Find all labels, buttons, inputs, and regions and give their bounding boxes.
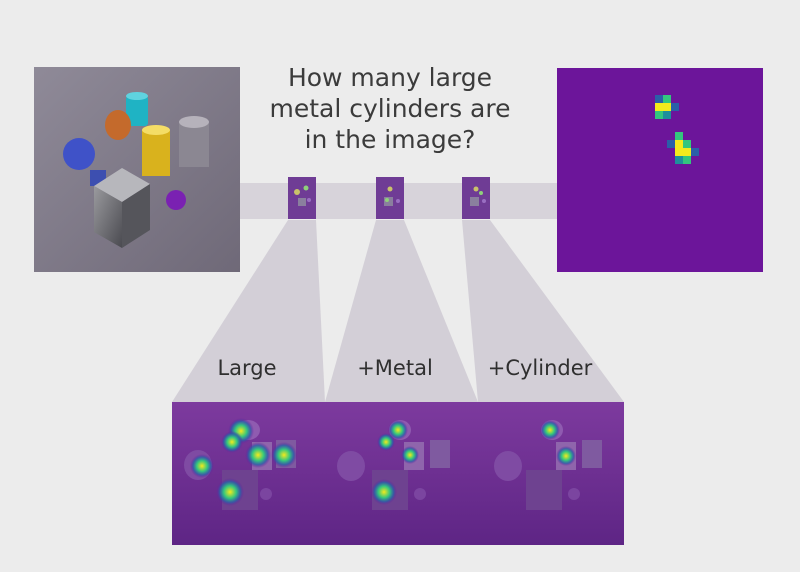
question-line-3: in the image? <box>304 125 476 154</box>
input-scene-image <box>34 67 240 272</box>
funnel-metal <box>325 220 478 402</box>
funnel-large <box>172 220 325 402</box>
output-mask-image <box>557 68 763 272</box>
attention-map-metal <box>325 402 478 545</box>
thumbnail-cylinder <box>462 177 490 219</box>
question-text: How many large metal cylinders are in th… <box>250 62 530 155</box>
funnel-cylinder <box>462 220 624 402</box>
label-cylinder: +Cylinder <box>487 356 593 380</box>
attention-map-cylinder <box>478 402 624 545</box>
question-line-2: metal cylinders are <box>269 94 511 123</box>
question-line-1: How many large <box>287 63 493 92</box>
attention-map-large <box>172 402 325 545</box>
thumbnail-metal <box>376 177 404 219</box>
thumbnail-large <box>288 177 316 219</box>
label-metal: +Metal <box>357 356 433 380</box>
label-large: Large <box>217 356 277 380</box>
